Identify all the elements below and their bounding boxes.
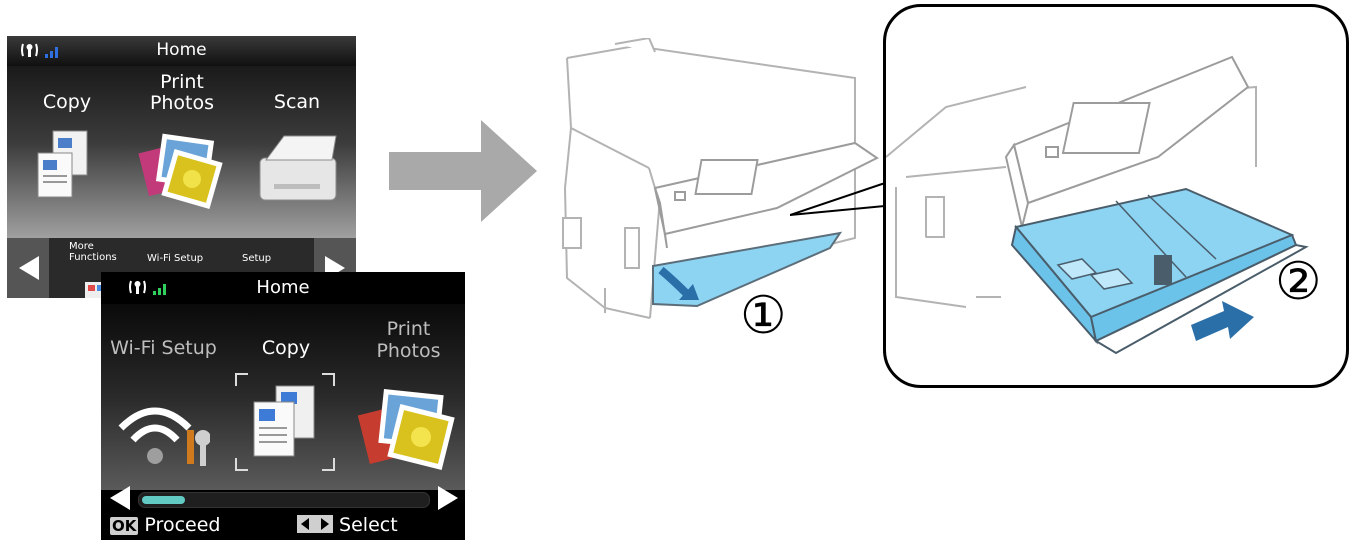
paper-cassette-illustration	[886, 7, 1346, 385]
left-arrow-icon[interactable]	[108, 484, 132, 512]
flow-arrow-icon	[385, 118, 543, 224]
step-1-number: ①	[740, 290, 787, 342]
scroll-track	[138, 492, 430, 508]
menu-label-scan[interactable]: Scan	[257, 92, 337, 113]
menu-label-print-photos[interactable]: Print Photos	[356, 318, 461, 362]
copy-icon[interactable]	[35, 129, 93, 207]
right-arrow-icon[interactable]	[436, 484, 460, 512]
sub-menu-label-setup[interactable]: Setup	[242, 253, 292, 264]
menu-label-print-photos[interactable]: Print Photos	[127, 72, 237, 114]
zoom-callout-box	[883, 4, 1349, 388]
menu-label-copy[interactable]: Copy	[27, 92, 107, 113]
left-right-keys-icon[interactable]	[297, 514, 333, 534]
menu-label-wifi-setup[interactable]: Wi-Fi Setup	[101, 337, 226, 359]
sub-menu-label-wifi-setup[interactable]: Wi-Fi Setup	[147, 253, 217, 264]
scroll-indicator	[142, 496, 185, 504]
ok-key-hint: OK Proceed	[110, 514, 220, 536]
step-2-number: ②	[1275, 256, 1322, 308]
copy-icon[interactable]	[234, 372, 336, 472]
ok-key-label[interactable]: OK	[110, 517, 138, 535]
home-screen-panel-classic: Home Copy Print Photos Scan More Functio…	[7, 36, 356, 298]
select-key-hint: Select	[297, 514, 398, 536]
photos-icon[interactable]	[137, 131, 227, 211]
sub-menu-label-more-functions[interactable]: More Functions	[69, 241, 149, 263]
proceed-label: Proceed	[144, 514, 220, 536]
menu-label-copy[interactable]: Copy	[241, 337, 331, 359]
screen-title: Home	[7, 40, 356, 60]
scanner-icon[interactable]	[254, 134, 342, 206]
photos-icon[interactable]	[355, 380, 465, 476]
left-arrow-icon[interactable]	[17, 254, 41, 282]
wifi-setup-icon[interactable]	[115, 400, 210, 470]
screen-title: Home	[101, 277, 465, 298]
home-screen-panel-new: Home Wi-Fi Setup Copy Print Photos	[101, 272, 465, 540]
select-label: Select	[339, 514, 398, 536]
